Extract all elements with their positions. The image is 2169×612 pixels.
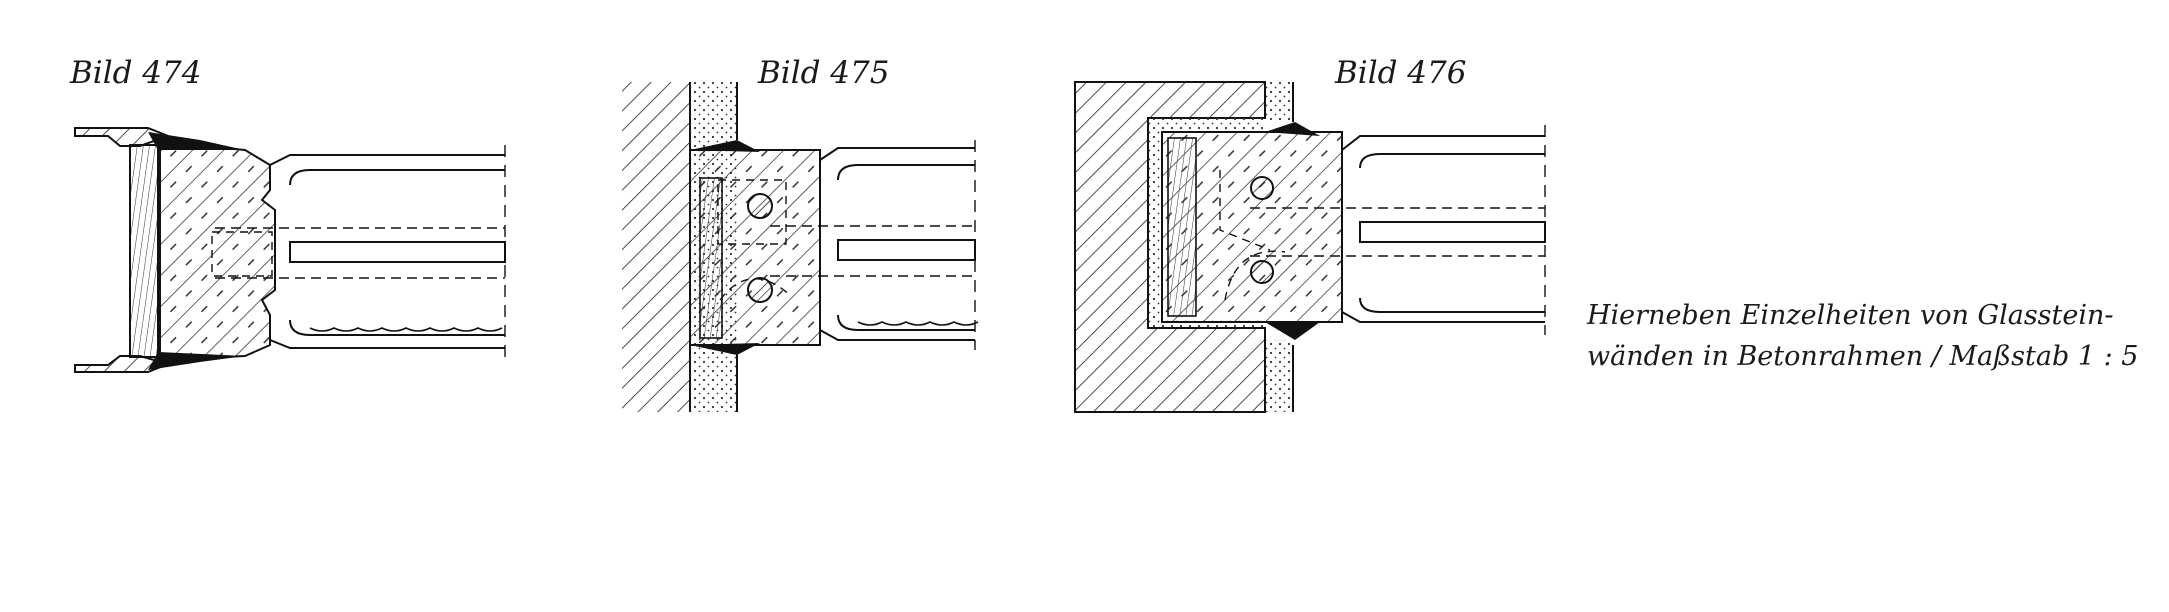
wood-strip: [129, 144, 161, 358]
rebar-top-475: [747, 193, 773, 219]
concrete-wall: [622, 82, 690, 412]
wood-strip-475: [699, 177, 723, 339]
figure-474-drawing: [74, 127, 506, 373]
figure-label-475: Bild 475: [758, 55, 890, 91]
sealant-top: [148, 132, 245, 150]
caption-line-1: Hierneben Einzelheiten von Glasstein-: [1587, 300, 2114, 331]
figure-label-474: Bild 474: [70, 55, 202, 91]
figure-475-drawing: [622, 82, 979, 412]
rebar-bottom-476: [1250, 260, 1274, 284]
mortar-block: [157, 140, 276, 362]
caption-line-2: wänden in Betonrahmen / Maßstab 1 : 5: [1587, 341, 2139, 372]
glass-block-476: [1341, 135, 1546, 323]
rebar-top-476: [1250, 176, 1274, 200]
glass-block-ribs: [309, 327, 503, 332]
plaster-476: [1148, 118, 1265, 328]
glass-block-474: [269, 154, 506, 349]
figure-label-476: Bild 476: [1335, 55, 1467, 91]
figure-476-drawing: [1074, 81, 1546, 413]
glass-block-475: [819, 147, 976, 341]
sealant-bottom-475: [690, 343, 760, 355]
sealant-top-475: [690, 140, 760, 152]
sealant-bottom: [148, 352, 245, 370]
caption: Hierneben Einzelheiten von Glasstein- wä…: [1587, 295, 2138, 377]
wood-strip-476: [1167, 137, 1197, 317]
rebar-bottom-475: [747, 277, 773, 303]
